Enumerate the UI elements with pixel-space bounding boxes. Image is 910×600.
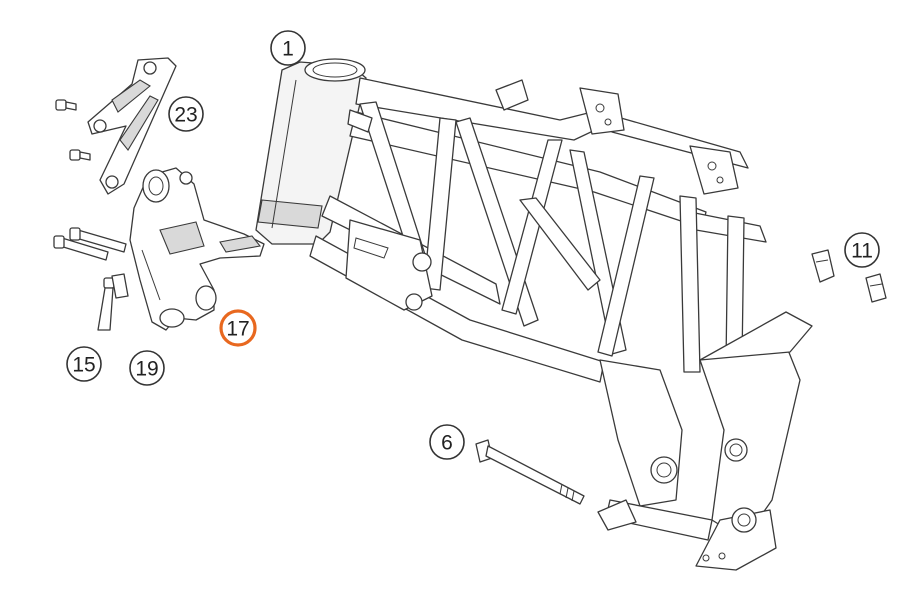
mounting-brackets [345, 79, 739, 311]
callout-11: 11 [844, 232, 880, 268]
callout-label-23: 23 [174, 104, 197, 127]
callout-label-17: 17 [226, 318, 249, 341]
callout-23: 23 [168, 96, 204, 132]
callout-6: 6 [429, 424, 465, 460]
small-bolts [55, 99, 91, 161]
bolt-part-15[interactable] [97, 277, 115, 331]
long-bolts [53, 227, 127, 261]
motorcycle-frame[interactable] [255, 58, 813, 571]
callout-19: 19 [129, 350, 165, 386]
bracket-part-23[interactable] [87, 57, 177, 195]
callout-label-1: 1 [282, 38, 294, 61]
callout-label-15: 15 [72, 354, 95, 377]
callout-17: 17 [219, 309, 257, 347]
callout-1: 1 [270, 30, 306, 66]
rear-pivot-plates [597, 311, 813, 571]
callout-label-19: 19 [135, 358, 158, 381]
long-bolt-part-6[interactable] [475, 439, 585, 505]
callout-label-6: 6 [441, 432, 453, 455]
footrest-bracket-part-17[interactable] [129, 167, 265, 331]
callout-15: 15 [66, 346, 102, 382]
spacer-part-19[interactable] [111, 273, 129, 299]
trellis-members [359, 101, 745, 373]
callout-label-11: 11 [851, 240, 873, 263]
clips-part-11[interactable] [811, 249, 887, 303]
steering-head-tube [255, 58, 367, 245]
